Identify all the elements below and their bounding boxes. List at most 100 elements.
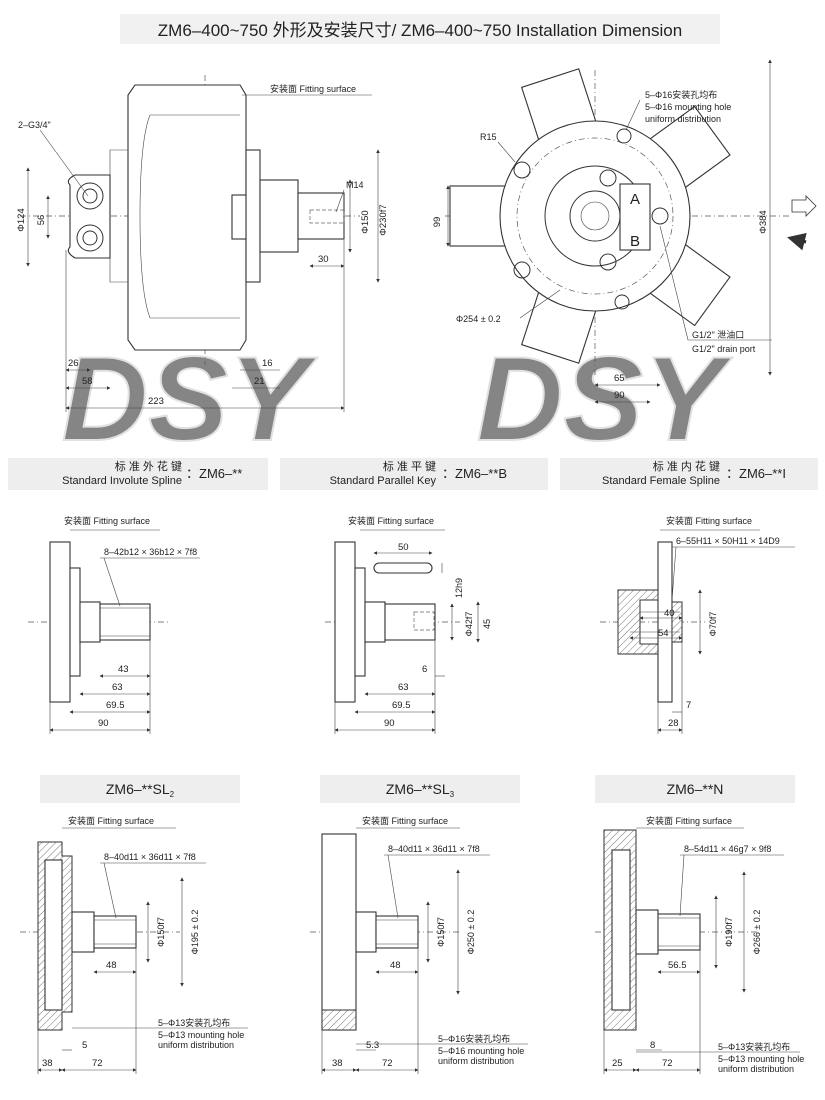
svg-text:A: A [630, 191, 640, 208]
svg-text:安装面 Fitting surface: 安装面 Fitting surface [348, 515, 434, 526]
svg-text:28: 28 [668, 718, 679, 729]
section-header-parallel-key: 标 准 平 键 Standard Parallel Key ：ZM6–**B [280, 458, 548, 490]
svg-text:90: 90 [384, 718, 395, 729]
svg-text:223: 223 [148, 396, 164, 407]
svg-text:Φ266 ± 0.2: Φ266 ± 0.2 [752, 910, 762, 955]
involute-spline-view: 安装面 Fitting surface 8–42b12 × 36b12 × 7f… [28, 515, 200, 734]
svg-text:安装面 Fitting surface: 安装面 Fitting surface [68, 815, 154, 826]
svg-text:30: 30 [318, 254, 329, 265]
svg-text:40: 40 [664, 608, 675, 619]
svg-text:21: 21 [254, 376, 265, 387]
svg-text:72: 72 [382, 1058, 393, 1069]
svg-text:Φ195 ± 0.2: Φ195 ± 0.2 [190, 910, 200, 955]
svg-text:12h9: 12h9 [454, 578, 464, 598]
svg-text:72: 72 [92, 1058, 103, 1069]
svg-text:5–Φ13安装孔均布: 5–Φ13安装孔均布 [718, 1041, 790, 1052]
svg-text:90: 90 [98, 718, 109, 729]
main-side-dimensions: 安装面 Fitting surface 2–G3/4" Φ124 56 M14 … [16, 83, 389, 412]
svg-text:uniform distribution: uniform distribution [718, 1064, 794, 1074]
svg-text:：ZM6–**I: ：ZM6–**I [726, 466, 786, 481]
main-front-view: A B Φ384 99 R15 5–Φ16安装孔均布 5–Φ16 mountin… [432, 59, 817, 404]
svg-text:ZM6–**N: ZM6–**N [667, 781, 724, 797]
svg-text:69.5: 69.5 [106, 700, 125, 711]
svg-text:ZM6–**SL2: ZM6–**SL2 [106, 781, 175, 799]
svg-text:Φ150: Φ150 [360, 210, 371, 233]
svg-text:uniform distribution: uniform distribution [158, 1040, 234, 1050]
svg-text:Standard Involute Spline: Standard Involute Spline [62, 475, 182, 487]
svg-text:G1/2" drain port: G1/2" drain port [692, 344, 756, 354]
svg-text:B: B [630, 233, 640, 250]
svg-text:5–Φ13 mounting hole: 5–Φ13 mounting hole [158, 1030, 244, 1040]
svg-text:Φ384: Φ384 [758, 210, 769, 233]
svg-text:DSY: DSY [477, 332, 734, 466]
svg-text:R15: R15 [480, 132, 497, 142]
svg-text:5–Φ16 mounting hole: 5–Φ16 mounting hole [645, 102, 731, 112]
svg-text:Standard Parallel Key: Standard Parallel Key [330, 475, 437, 487]
svg-text:99: 99 [432, 217, 443, 228]
title-band [120, 14, 720, 44]
svg-text:Φ70f7: Φ70f7 [708, 612, 718, 637]
fitting-surface-label: 安装面 Fitting surface [270, 83, 356, 94]
svg-text:ZM6–**SL3: ZM6–**SL3 [386, 781, 455, 799]
svg-text:25: 25 [612, 1058, 623, 1069]
svg-text:Φ250 ± 0.2: Φ250 ± 0.2 [466, 910, 476, 955]
svg-text:90: 90 [614, 390, 625, 401]
svg-text:6–55H11 × 50H11 × 14D9: 6–55H11 × 50H11 × 14D9 [676, 536, 780, 546]
page-title: ZM6–400~750 外形及安装尺寸/ ZM6–400~750 Install… [158, 21, 682, 40]
svg-text:Φ230f7: Φ230f7 [378, 204, 389, 235]
sl3-view: 安装面 Fitting surface 8–40d11 × 36d11 × 7f… [310, 815, 528, 1074]
title-sl2: ZM6–**SL2 [40, 775, 240, 803]
svg-text:安装面 Fitting surface: 安装面 Fitting surface [666, 515, 752, 526]
svg-text:69.5: 69.5 [392, 700, 411, 711]
main-side-view [20, 75, 360, 365]
n-view: 安装面 Fitting surface 8–54d11 × 46g7 × 9f8… [595, 815, 804, 1074]
rotation-arrow-icon [791, 195, 817, 217]
svg-text:26: 26 [68, 358, 79, 369]
svg-text:48: 48 [390, 960, 401, 971]
svg-text:43: 43 [118, 664, 129, 675]
female-spline-view: 安装面 Fitting surface 6–55H11 × 50H11 × 14… [600, 515, 795, 734]
svg-text:50: 50 [398, 542, 409, 553]
svg-text:Standard Female Spline: Standard Female Spline [602, 475, 720, 487]
svg-text:Φ150f7: Φ150f7 [156, 917, 166, 947]
svg-text:63: 63 [112, 682, 123, 693]
svg-text:uniform distribution: uniform distribution [645, 114, 721, 124]
svg-text:Φ124: Φ124 [16, 208, 27, 231]
svg-text:38: 38 [42, 1058, 53, 1069]
svg-text:Φ254 ± 0.2: Φ254 ± 0.2 [456, 314, 501, 324]
svg-text:5–Φ16 mounting hole: 5–Φ16 mounting hole [438, 1046, 524, 1056]
svg-text:M14: M14 [346, 180, 364, 190]
rotation-arrow-icon [787, 232, 807, 251]
svg-text:：ZM6–**B: ：ZM6–**B [442, 466, 507, 481]
svg-text:5: 5 [82, 1040, 87, 1051]
svg-text:5–Φ13 mounting hole: 5–Φ13 mounting hole [718, 1054, 804, 1064]
section-header-involute: 标 准 外 花 键 Standard Involute Spline ：ZM6–… [8, 458, 268, 490]
svg-text:16: 16 [262, 358, 273, 369]
svg-text:65: 65 [614, 373, 625, 384]
svg-text:安装面 Fitting surface: 安装面 Fitting surface [362, 815, 448, 826]
svg-text:标 准 内 花 键: 标 准 内 花 键 [653, 459, 720, 473]
section-header-female: 标 准 内 花 键 Standard Female Spline ：ZM6–**… [560, 458, 818, 490]
svg-text:标 准 平 键: 标 准 平 键 [383, 459, 436, 473]
svg-text:安装面 Fitting surface: 安装面 Fitting surface [64, 515, 150, 526]
svg-text:7: 7 [686, 700, 691, 711]
svg-text:8–40d11 × 36d11 × 7f8: 8–40d11 × 36d11 × 7f8 [388, 844, 480, 854]
svg-text:Φ150f7: Φ150f7 [436, 917, 446, 947]
svg-text:8: 8 [650, 1040, 655, 1051]
parallel-key-view: 安装面 Fitting surface 50 12h9 Φ42f7 45 6 6… [325, 515, 492, 734]
svg-text:Φ42f7: Φ42f7 [464, 612, 474, 637]
svg-text:：ZM6–**: ：ZM6–** [186, 466, 242, 481]
svg-text:5–Φ16安装孔均布: 5–Φ16安装孔均布 [438, 1033, 510, 1044]
svg-text:DSY: DSY [62, 332, 319, 466]
svg-text:6: 6 [422, 664, 427, 675]
svg-text:63: 63 [398, 682, 409, 693]
svg-text:56.5: 56.5 [668, 960, 687, 971]
svg-text:48: 48 [106, 960, 117, 971]
svg-text:5–Φ16安装孔均布: 5–Φ16安装孔均布 [645, 89, 717, 100]
svg-text:38: 38 [332, 1058, 343, 1069]
svg-text:8–54d11 × 46g7 × 9f8: 8–54d11 × 46g7 × 9f8 [684, 844, 771, 854]
svg-text:5–Φ13安装孔均布: 5–Φ13安装孔均布 [158, 1017, 230, 1028]
svg-text:58: 58 [82, 376, 93, 387]
svg-text:uniform distribution: uniform distribution [438, 1056, 514, 1066]
